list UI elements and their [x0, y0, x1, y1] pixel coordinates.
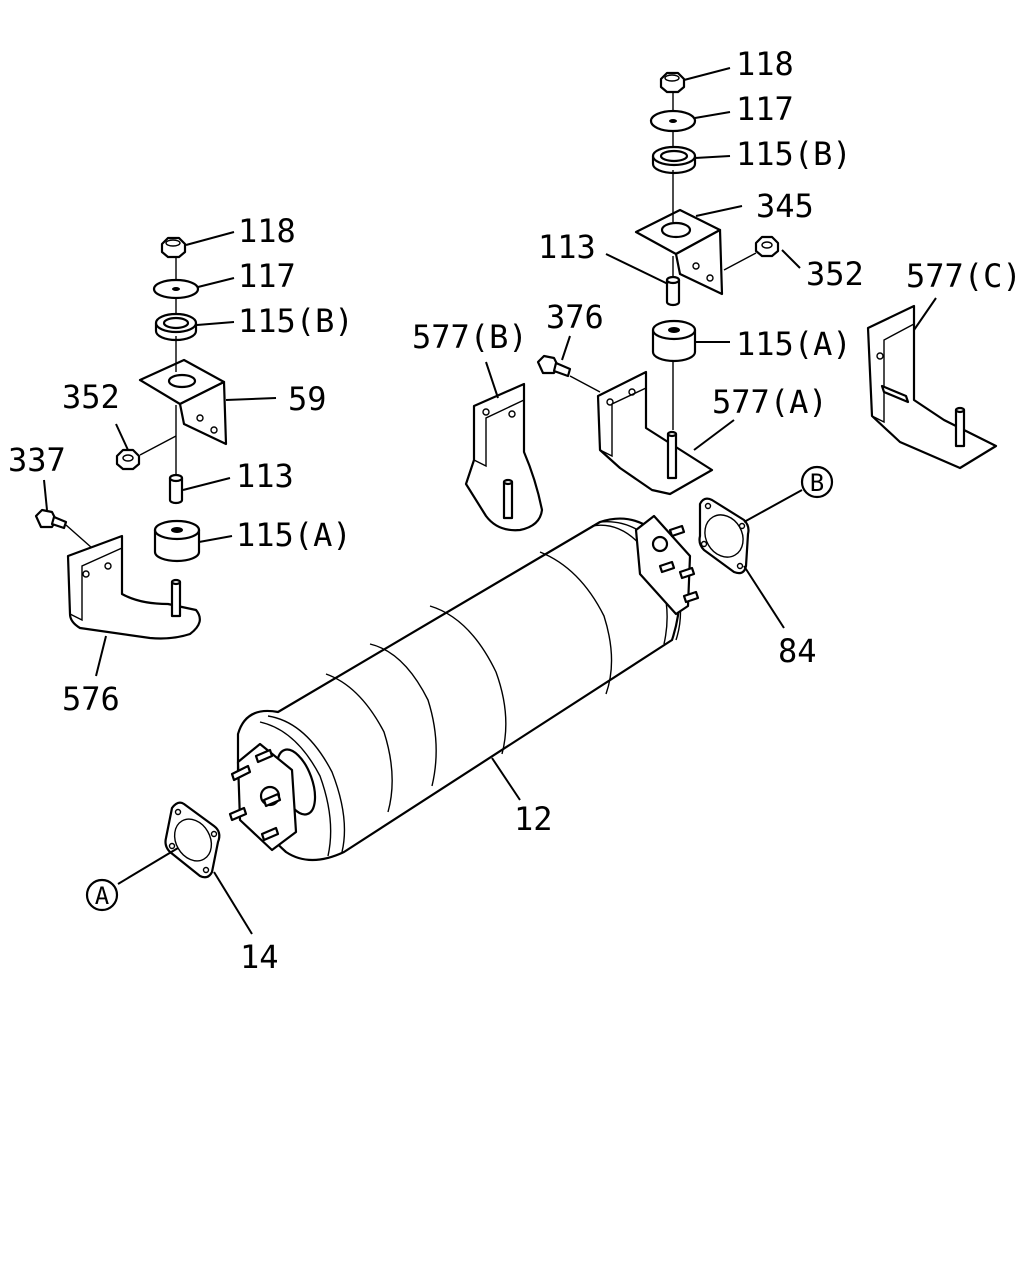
- cushion-115a-left: [153, 519, 201, 563]
- cushion-115b-left: [154, 312, 198, 342]
- label-577c: 577(C): [906, 257, 1022, 295]
- washer-117-left: [152, 278, 200, 300]
- label-59: 59: [288, 380, 327, 418]
- label-14: 14: [240, 938, 279, 976]
- bracket-576: [66, 534, 201, 640]
- label-117-right: 117: [736, 90, 794, 128]
- label-577a: 577(A): [712, 383, 828, 421]
- reference-label-a: A: [95, 882, 110, 910]
- label-115a-left: 115(A): [236, 516, 352, 554]
- spacer-113-right: [665, 275, 681, 307]
- nut-352-right: [754, 235, 780, 258]
- label-84: 84: [778, 632, 817, 670]
- label-352-left: 352: [62, 378, 120, 416]
- bracket-345: [634, 208, 724, 296]
- label-118-left: 118: [238, 212, 296, 250]
- bracket-577c: [866, 304, 998, 470]
- label-577b: 577(B): [412, 318, 528, 356]
- spacer-113-left: [168, 473, 184, 505]
- label-115b-left: 115(B): [238, 302, 354, 340]
- gasket-84: [698, 497, 750, 575]
- right-mount-assembly: [464, 67, 998, 532]
- label-352-right: 352: [806, 255, 864, 293]
- label-345: 345: [756, 187, 814, 225]
- reference-circle-b: B: [800, 465, 834, 499]
- label-118-right: 118: [736, 45, 794, 83]
- nut-118-left: [160, 236, 187, 259]
- label-376: 376: [546, 298, 604, 336]
- gasket-14: [164, 801, 221, 879]
- nut-352-left: [115, 448, 141, 471]
- reference-label-b: B: [810, 469, 824, 497]
- nut-118-right: [659, 71, 686, 94]
- bolt-376: [536, 354, 572, 378]
- cushion-115a-right: [651, 319, 697, 363]
- left-mount-assembly: [34, 231, 277, 677]
- cushion-115b-right: [651, 145, 697, 175]
- bracket-59: [138, 358, 228, 446]
- label-113-left: 113: [236, 457, 294, 495]
- label-115a-right: 115(A): [736, 325, 852, 363]
- label-337: 337: [8, 441, 66, 479]
- washer-117-right: [649, 109, 697, 133]
- bolt-337: [34, 508, 68, 530]
- label-117-left: 117: [238, 257, 296, 295]
- label-113-right: 113: [538, 228, 596, 266]
- label-12: 12: [514, 800, 553, 838]
- bracket-577a: [596, 370, 714, 496]
- muffler-body: [228, 514, 700, 862]
- bracket-577b: [464, 382, 544, 532]
- label-115b-right: 115(B): [736, 135, 852, 173]
- label-576: 576: [62, 680, 120, 718]
- reference-circle-a: A: [85, 878, 119, 912]
